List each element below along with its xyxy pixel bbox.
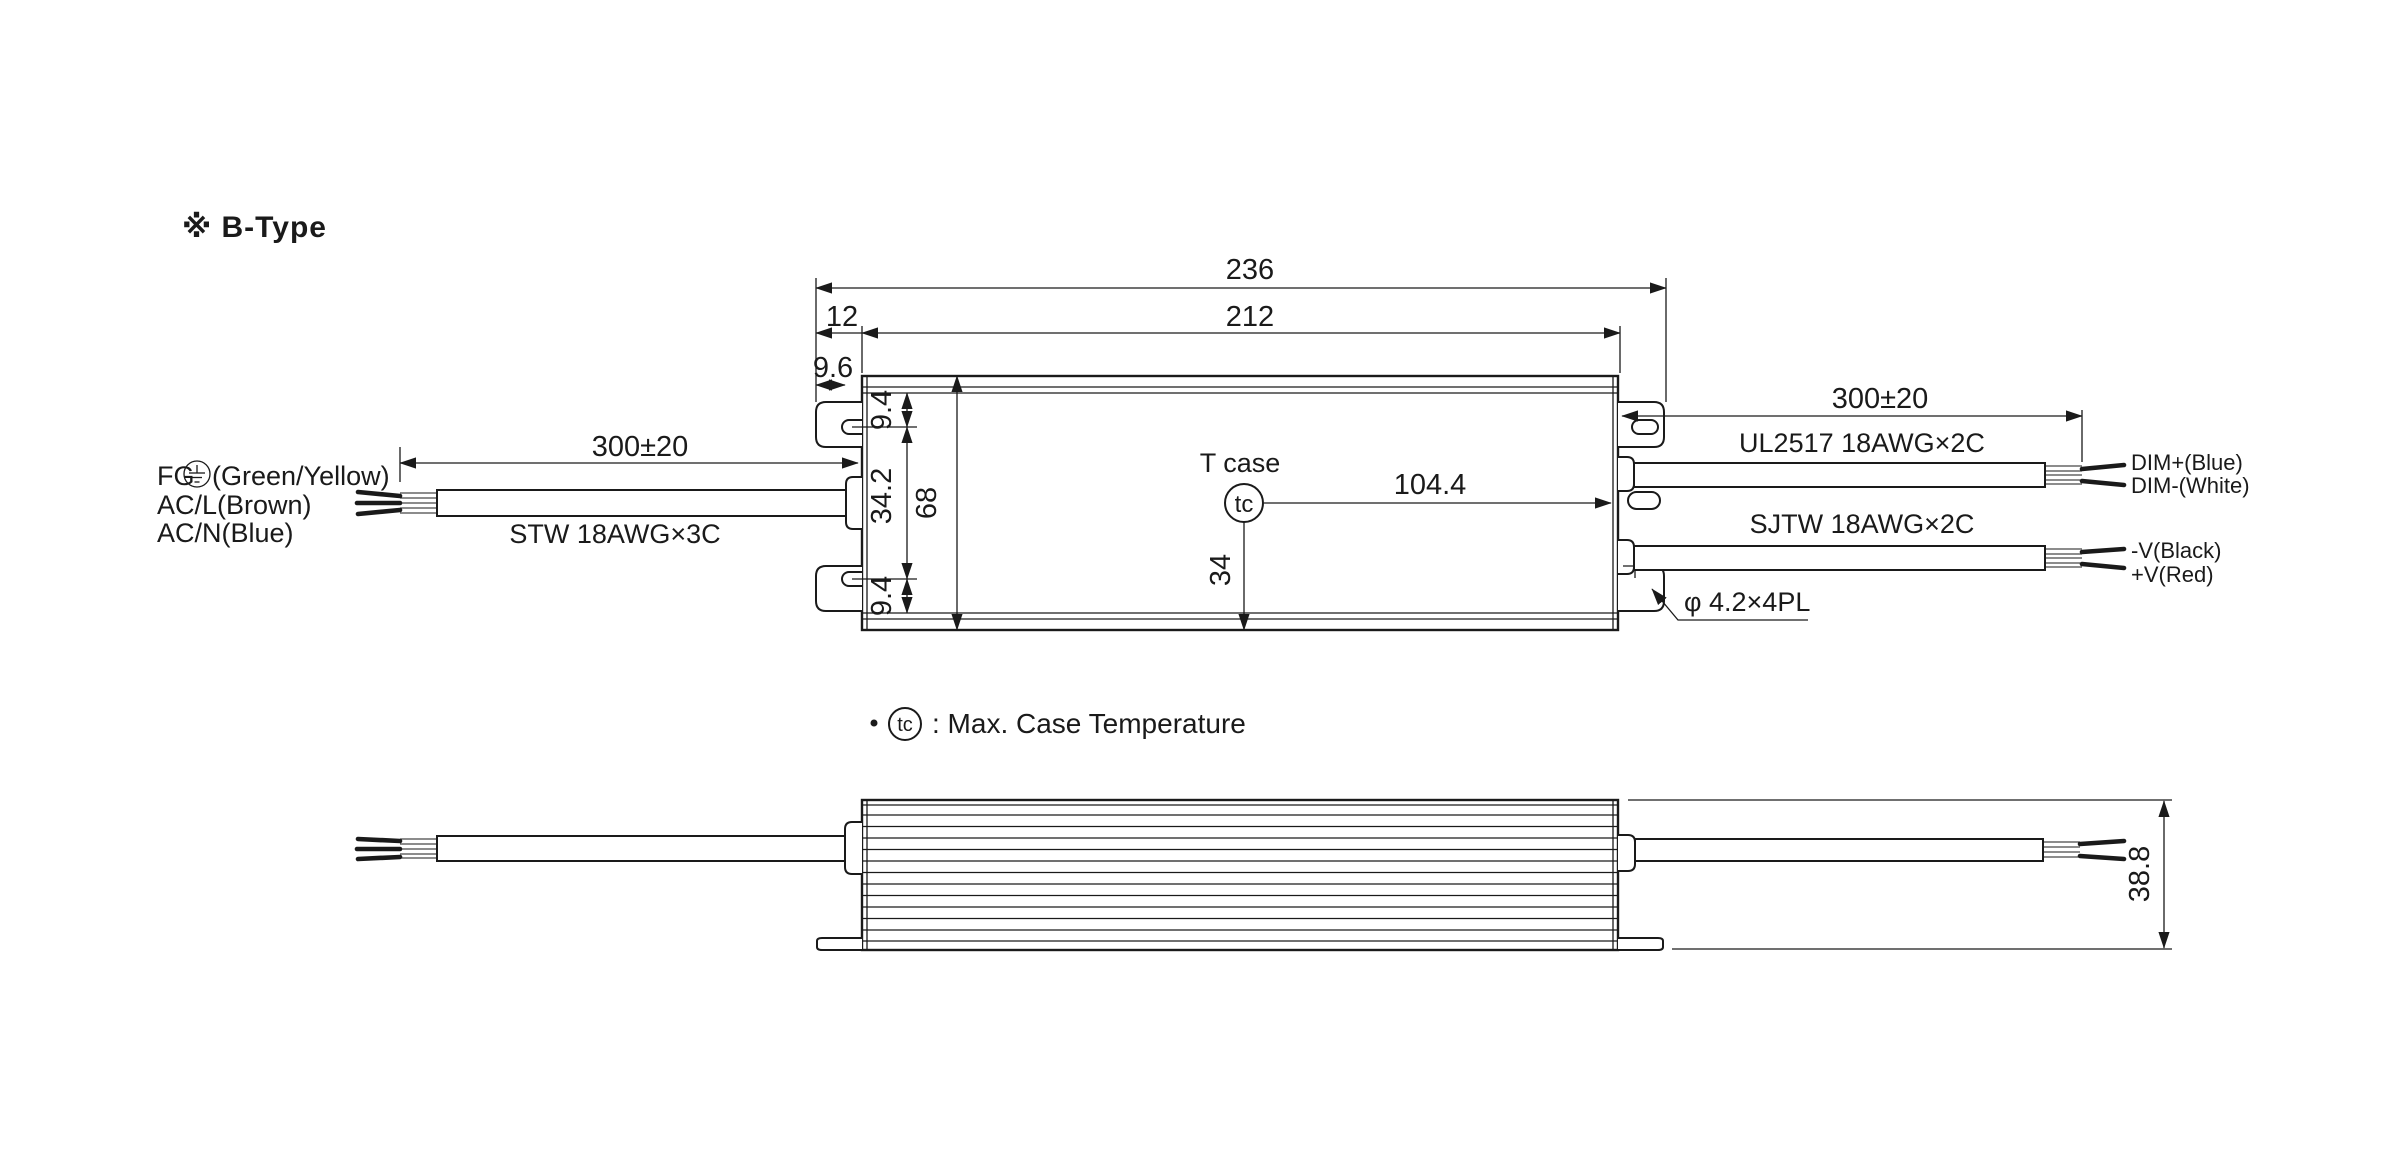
dim-tc-from-right: 104.4 <box>1264 469 1612 509</box>
mounting-slot <box>1627 491 1661 510</box>
right-mounting-bracket <box>1618 401 1665 612</box>
wire-ends <box>354 836 403 862</box>
dim-overall-length: 236 <box>815 254 1667 402</box>
side-view: 38.8 <box>354 798 2172 952</box>
dim-value: 12 <box>826 301 858 333</box>
input-cable-type-label: STW 18AWG×3C <box>509 519 720 549</box>
wire-ends <box>2079 546 2127 571</box>
ground-icon <box>183 460 211 488</box>
input-cable-side <box>354 835 846 862</box>
dim-slot-inset: 9.6 <box>813 352 853 391</box>
tc-symbol-text: tc <box>897 714 913 736</box>
dim-value: 34 <box>1205 554 1237 586</box>
mounting-feet <box>816 937 1664 951</box>
dim-value: 9.6 <box>813 352 853 384</box>
mounting-hole-callout: φ 4.2×4PL <box>1651 587 1810 621</box>
output-wire-labels: UL2517 18AWG×2C DIM+(Blue) DIM-(White) S… <box>1739 428 2249 587</box>
dim-body-length: 212 <box>861 301 1621 373</box>
dim-output-lead: 300±20 <box>1621 383 2083 462</box>
ac-input-cable <box>354 489 847 517</box>
wire-strands <box>2045 548 2082 568</box>
dim-body-width: 68 <box>911 375 963 631</box>
wire-ends <box>354 489 403 517</box>
input-wire-labels: FG (Green/Yellow) AC/L(Brown) AC/N(Blue)… <box>157 460 721 549</box>
heatsink-fins <box>862 814 1618 942</box>
dim-plus-label: DIM+(Blue) <box>2131 450 2243 475</box>
dim-value: 300±20 <box>592 431 689 463</box>
psu-body-side <box>860 798 1620 952</box>
tc-symbol-icon <box>888 707 922 741</box>
top-view: T case tc 236 212 12 9.6 <box>157 254 2250 632</box>
dim-value: 104.4 <box>1394 469 1467 501</box>
wire-strands <box>2045 465 2082 485</box>
dim-slot-positions: 9.4 34.2 9.4 <box>852 390 917 616</box>
wire-strands <box>400 838 437 859</box>
wire-ends <box>2077 838 2127 862</box>
ac-n-label: AC/N(Blue) <box>157 518 294 548</box>
dim-value: 38.8 <box>2124 846 2156 902</box>
tc-symbol-text: tc <box>1235 491 1254 518</box>
dim-value: 236 <box>1226 254 1274 286</box>
wire-strands <box>400 492 437 514</box>
output-cable-side <box>1634 838 2127 862</box>
tc-note: tc : Max. Case Temperature <box>870 707 1246 741</box>
mounting-slot <box>841 419 862 435</box>
dim-value: 68 <box>911 487 943 519</box>
cable-gland <box>1618 456 1635 492</box>
dim-value: 9.4 <box>866 576 898 616</box>
cable-gland <box>1618 539 1635 575</box>
v-positive-label: +V(Red) <box>2131 562 2214 587</box>
v-output-cable <box>1633 545 2127 571</box>
left-mounting-bracket <box>815 401 862 612</box>
dim-input-lead: 300±20 <box>399 431 859 482</box>
note-text: : Max. Case Temperature <box>932 708 1246 739</box>
mounting-slot <box>841 571 862 587</box>
dim-cable-type-label: UL2517 18AWG×2C <box>1739 428 1985 458</box>
ac-l-label: AC/L(Brown) <box>157 490 312 520</box>
dim-tc-from-bottom: 34 <box>1205 522 1250 631</box>
dim-bracket-offset: 12 <box>815 301 862 339</box>
dim-value: 9.4 <box>866 390 898 430</box>
dim-case-height: 38.8 <box>1628 799 2172 950</box>
cable-gland <box>845 476 862 530</box>
tc-marker: T case tc <box>1200 448 1281 523</box>
v-cable-type-label: SJTW 18AWG×2C <box>1750 509 1975 539</box>
wire-ends <box>2079 462 2127 488</box>
drawing-title: ※ B-Type <box>182 211 327 244</box>
dim-output-cable <box>1633 462 2127 488</box>
dim-value: 300±20 <box>1832 383 1929 415</box>
dim-value: φ 4.2×4PL <box>1684 587 1810 617</box>
tcase-label: T case <box>1200 448 1281 478</box>
fg-label: FG <box>157 461 195 491</box>
fg-color-label: (Green/Yellow) <box>212 461 390 491</box>
v-negative-label: -V(Black) <box>2131 538 2221 563</box>
dim-value: 34.2 <box>866 468 898 524</box>
wire-strands <box>2043 841 2080 858</box>
bullet-icon <box>870 719 878 727</box>
dim-minus-label: DIM-(White) <box>2131 473 2250 498</box>
dim-value: 212 <box>1226 301 1274 333</box>
